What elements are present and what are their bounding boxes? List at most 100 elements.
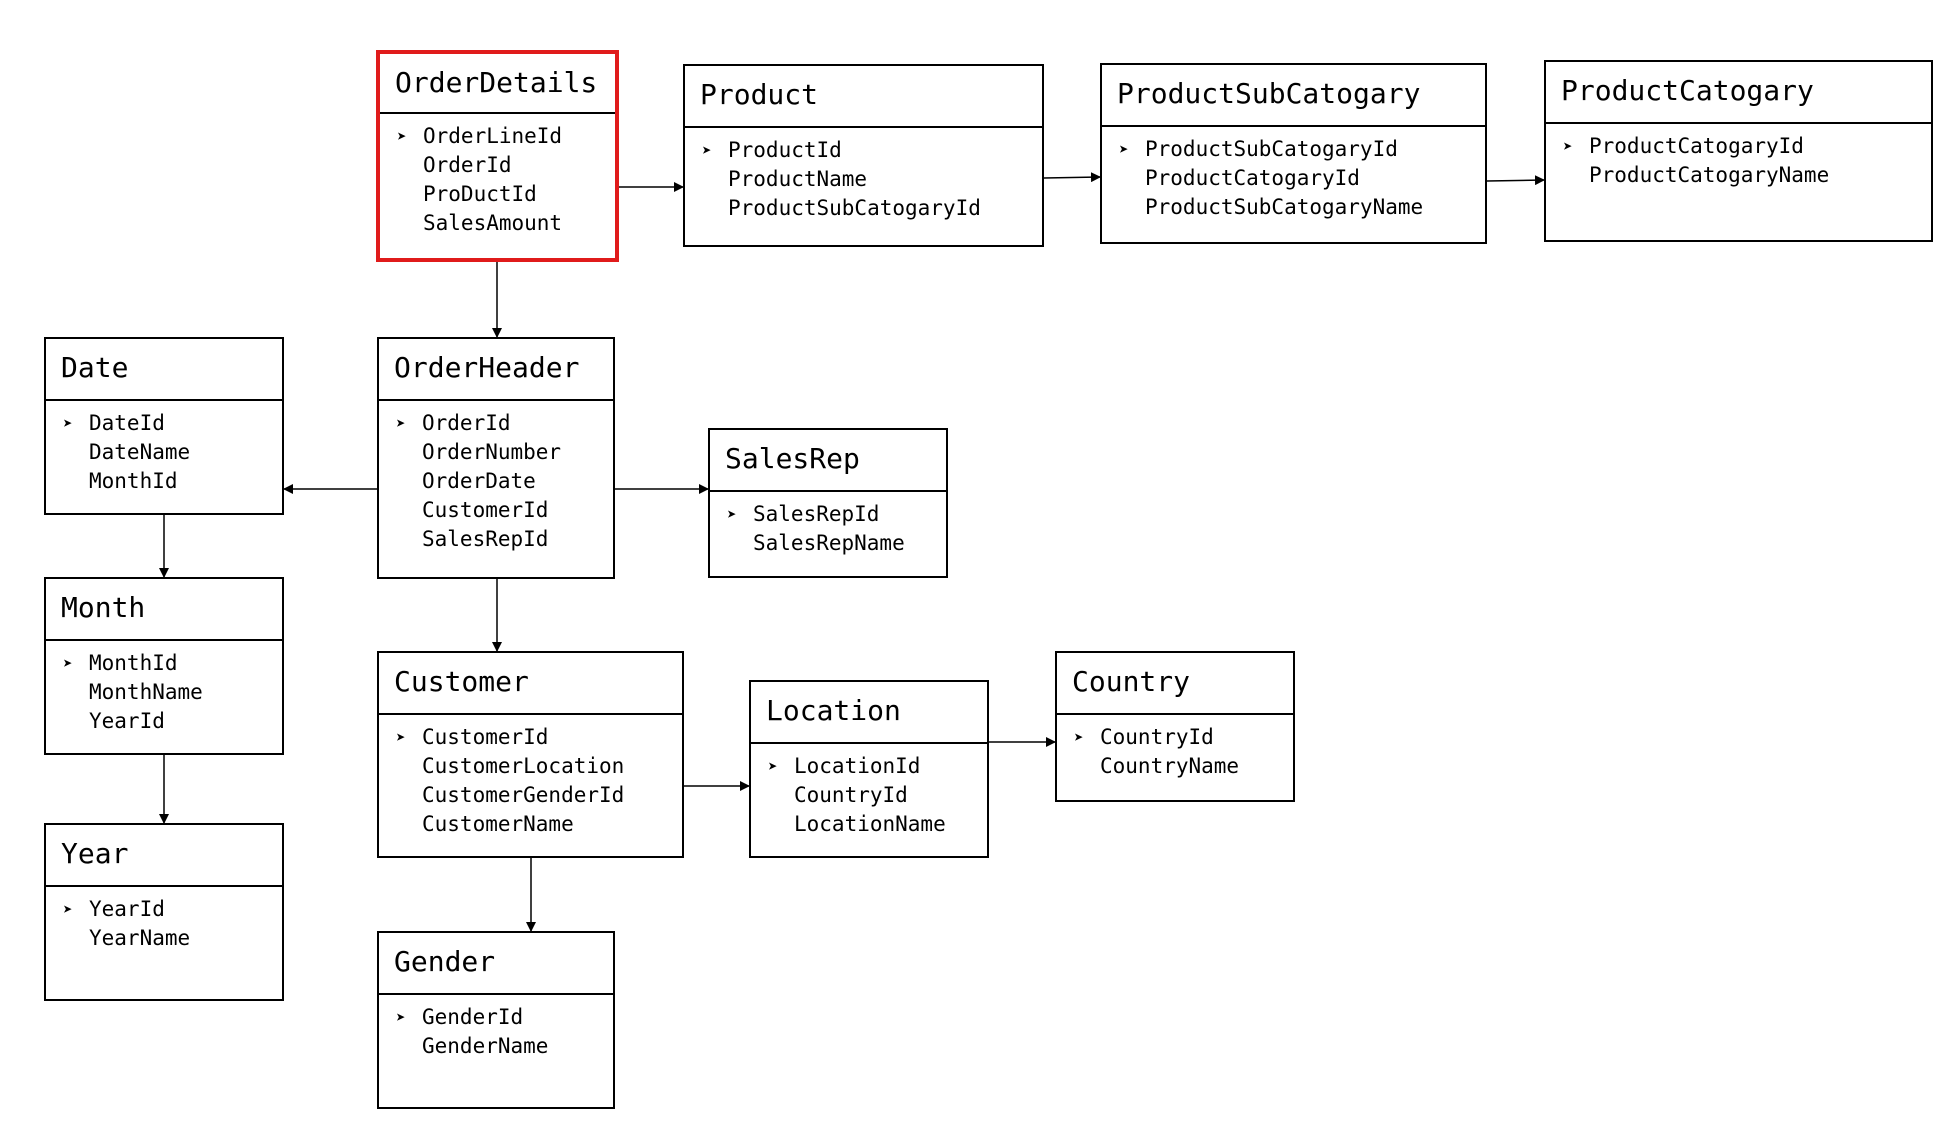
arrow-bullet-icon: ➤ bbox=[397, 127, 407, 146]
arrow-bullet-icon: ➤ bbox=[727, 505, 737, 524]
entity-field: CountryId bbox=[768, 781, 987, 810]
field-name: YearId bbox=[89, 709, 165, 733]
entity-field: YearId bbox=[63, 707, 282, 736]
field-name: CustomerName bbox=[422, 812, 574, 836]
entity-field: ➤LocationId bbox=[768, 752, 987, 781]
entity-field: OrderId bbox=[397, 151, 615, 180]
arrow-bullet-icon: ➤ bbox=[702, 141, 712, 160]
field-name: GenderName bbox=[422, 1034, 549, 1058]
field-name: OrderId bbox=[422, 411, 511, 435]
entity-title: Location bbox=[751, 682, 987, 744]
entity-title: Country bbox=[1057, 653, 1293, 715]
field-name: CustomerId bbox=[422, 498, 549, 522]
entity-field: CustomerId bbox=[396, 496, 613, 525]
field-name: OrderId bbox=[423, 153, 512, 177]
entity-field: SalesRepId bbox=[396, 525, 613, 554]
entity-field: MonthName bbox=[63, 678, 282, 707]
field-name: CustomerId bbox=[422, 725, 549, 749]
field-name: ProductCatogaryId bbox=[1589, 134, 1804, 158]
entity-field: CustomerGenderId bbox=[396, 781, 682, 810]
arrow-bullet-icon: ➤ bbox=[63, 654, 73, 673]
arrow-bullet-icon: ➤ bbox=[1119, 140, 1129, 159]
entity-field: CountryName bbox=[1074, 752, 1293, 781]
entity-field: ➤ ProductId bbox=[702, 136, 1042, 165]
field-name: ProductCatogaryId bbox=[1145, 166, 1360, 190]
field-name: MonthName bbox=[89, 680, 203, 704]
entity-title: Gender bbox=[379, 933, 613, 995]
relationship-product-to-productsubcatogary bbox=[1043, 172, 1101, 183]
field-name: ProductSubCatogaryId bbox=[728, 196, 981, 220]
arrow-bullet-icon: ➤ bbox=[396, 414, 406, 433]
entity-field: CustomerName bbox=[396, 810, 682, 839]
arrow-bullet-icon: ➤ bbox=[1074, 728, 1084, 747]
field-name: SalesRepId bbox=[422, 527, 549, 551]
arrow-bullet-icon: ➤ bbox=[396, 728, 406, 747]
entity-field: ➤ OrderId bbox=[396, 409, 613, 438]
entity-field: ➤ ProductCatogaryId bbox=[1563, 132, 1931, 161]
field-name: CustomerLocation bbox=[422, 754, 625, 778]
entity-field: GenderName bbox=[396, 1032, 613, 1061]
entity-field: ProductCatogaryId bbox=[1119, 164, 1485, 193]
entity-field: ➤MonthId bbox=[63, 649, 282, 678]
field-name: CustomerGenderId bbox=[422, 783, 625, 807]
entity-field: ProDuctId bbox=[397, 180, 615, 209]
field-name: DateId bbox=[89, 411, 165, 435]
entity-title: ProductCatogary bbox=[1546, 62, 1931, 124]
edge-artifact bbox=[0, 990, 18, 1030]
entity-field: LocationName bbox=[768, 810, 987, 839]
field-name: ProductCatogaryName bbox=[1589, 163, 1830, 187]
entity-field: ➤ CountryId bbox=[1074, 723, 1293, 752]
entity-field: ➤ ProductSubCatogaryId bbox=[1119, 135, 1485, 164]
arrow-bullet-icon: ➤ bbox=[396, 1008, 406, 1027]
field-name: CountryId bbox=[794, 783, 908, 807]
entity-title: OrderDetails bbox=[380, 54, 615, 114]
entity-field: ➤GenderId bbox=[396, 1003, 613, 1032]
field-name: OrderLineId bbox=[423, 124, 563, 148]
field-name: OrderDate bbox=[422, 469, 536, 493]
entity-field: ProductName bbox=[702, 165, 1042, 194]
entity-field: ➤ OrderLineId bbox=[397, 122, 615, 151]
entity-field: CustomerLocation bbox=[396, 752, 682, 781]
entity-title: Product bbox=[685, 66, 1042, 128]
field-name: DateName bbox=[89, 440, 191, 464]
arrow-bullet-icon: ➤ bbox=[63, 414, 73, 433]
field-name: ProductSubCatogaryId bbox=[1145, 137, 1398, 161]
relationship-productsubcatogary-to-productcatogary bbox=[1486, 175, 1545, 186]
arrow-bullet-icon: ➤ bbox=[1563, 137, 1573, 156]
arrow-bullet-icon: ➤ bbox=[768, 757, 778, 776]
field-name: CountryName bbox=[1100, 754, 1240, 778]
field-name: ProductId bbox=[728, 138, 842, 162]
entity-field: SalesRepName bbox=[727, 529, 946, 558]
field-name: YearName bbox=[89, 926, 191, 950]
entity-title: ProductSubCatogary bbox=[1102, 65, 1485, 127]
field-name: LocationName bbox=[794, 812, 946, 836]
entity-field: ➤ CustomerId bbox=[396, 723, 682, 752]
entity-title: Year bbox=[46, 825, 282, 887]
arrow-bullet-icon: ➤ bbox=[63, 900, 73, 919]
field-name: OrderNumber bbox=[422, 440, 562, 464]
field-name: CountryId bbox=[1100, 725, 1214, 749]
